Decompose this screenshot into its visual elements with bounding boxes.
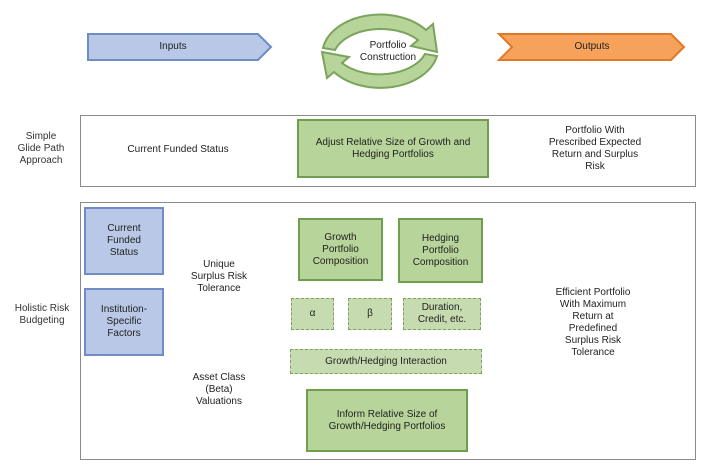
cycle-arrows-icon bbox=[320, 13, 439, 89]
simple-output-label: Portfolio With Prescribed Expected Retur… bbox=[548, 124, 642, 172]
inputs-label: Inputs bbox=[159, 41, 187, 52]
inform-relative-size-box: Inform Relative Size of Growth/Hedging P… bbox=[306, 389, 468, 452]
unique-surplus-risk-tolerance-label: Unique Surplus Risk Tolerance bbox=[190, 258, 248, 294]
simple-current-funded-status: Current Funded Status bbox=[127, 143, 229, 155]
outputs-arrow bbox=[496, 33, 686, 61]
institution-specific-factors-box: Institution- Specific Factors bbox=[84, 288, 164, 356]
portfolio-construction-label: Portfolio Construction bbox=[359, 40, 417, 63]
duration-credit-box: Duration, Credit, etc. bbox=[403, 298, 481, 330]
outputs-label: Outputs bbox=[574, 41, 610, 52]
current-funded-status-box: Current Funded Status bbox=[84, 207, 164, 275]
beta-box: β bbox=[348, 298, 392, 330]
asset-class-valuations-label: Asset Class (Beta) Valuations bbox=[192, 371, 246, 407]
alpha-box: α bbox=[291, 298, 334, 330]
holistic-risk-budgeting-row-label: Holistic Risk Budgeting bbox=[14, 303, 70, 326]
hedging-portfolio-composition-box: Hedging Portfolio Composition bbox=[398, 218, 483, 283]
growth-portfolio-composition-box: Growth Portfolio Composition bbox=[298, 218, 383, 281]
inputs-arrow bbox=[87, 33, 273, 61]
efficient-portfolio-label: Efficient Portfolio With Maximum Return … bbox=[555, 287, 631, 358]
adjust-relative-size-box: Adjust Relative Size of Growth and Hedgi… bbox=[297, 119, 489, 178]
simple-glide-path-row-label: Simple Glide Path Approach bbox=[17, 131, 65, 166]
growth-hedging-interaction-box: Growth/Hedging Interaction bbox=[290, 349, 482, 374]
